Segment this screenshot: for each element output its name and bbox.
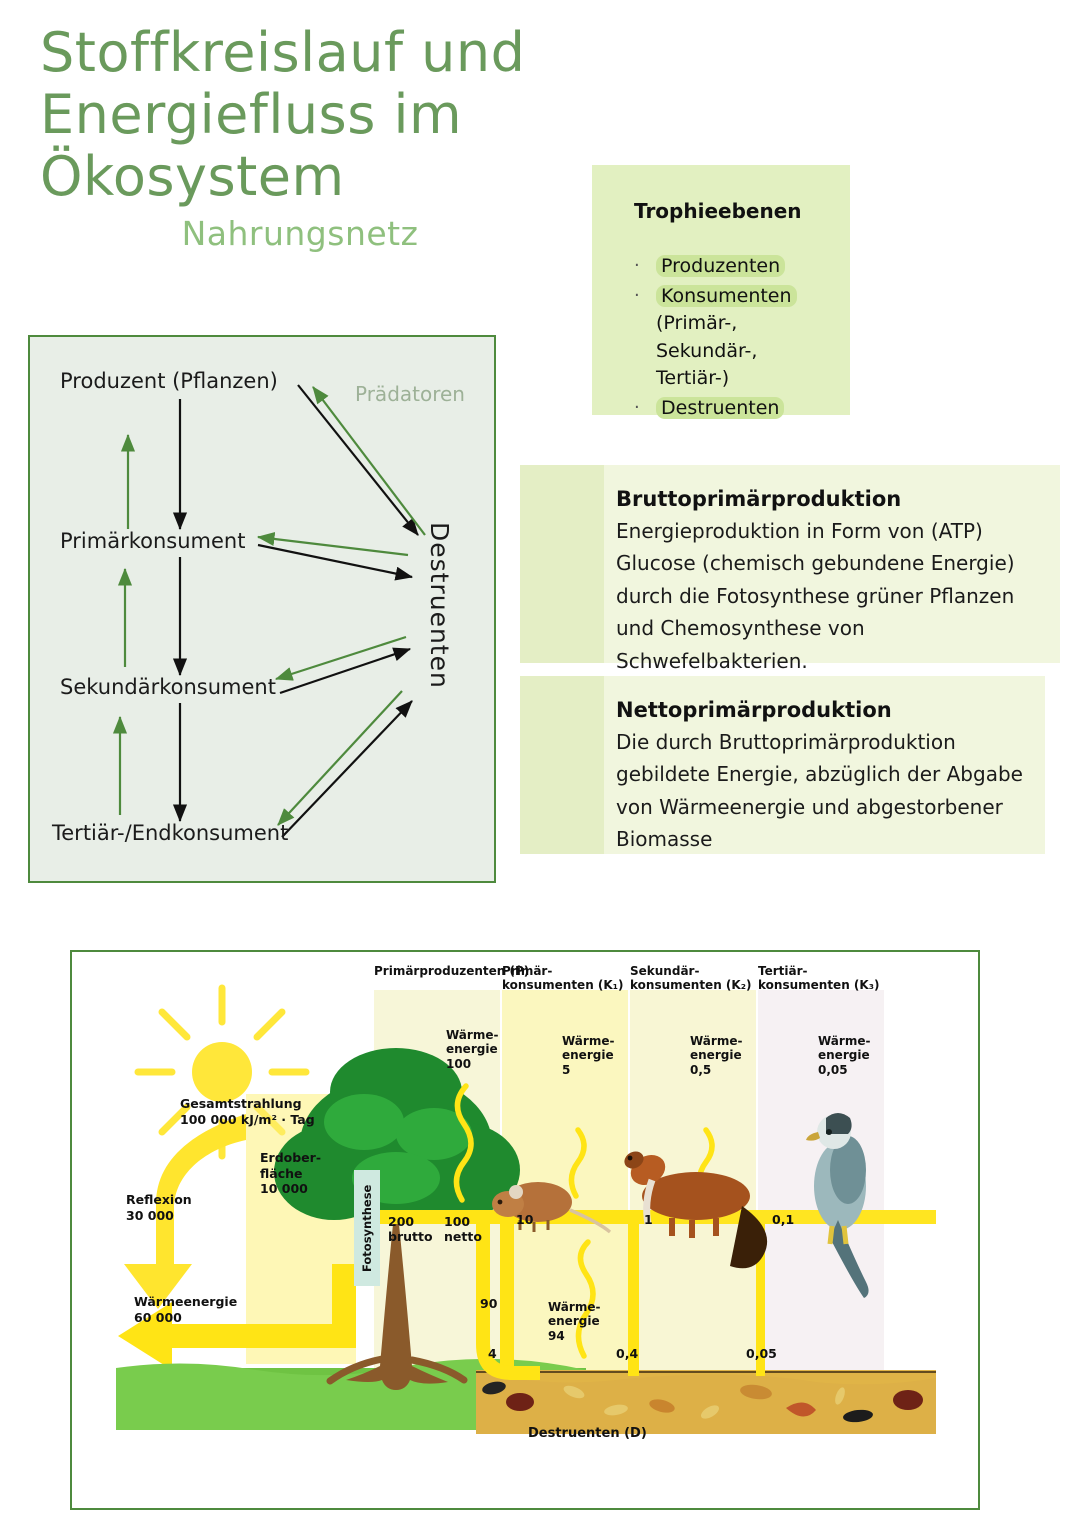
node-tertiaerkonsument: Tertiär-/Endkonsument bbox=[52, 821, 289, 845]
decomposer-fauna bbox=[482, 1381, 923, 1423]
surface-text: Erdober- fläche bbox=[260, 1150, 322, 1181]
node-produzent: Produzent (Pflanzen) bbox=[60, 369, 278, 393]
heat-text: Wärme- energie bbox=[690, 1034, 743, 1063]
heat-value: 5 bbox=[562, 1062, 571, 1077]
page-subtitle: Nahrungsnetz bbox=[181, 214, 419, 254]
bullet-icon: · bbox=[634, 255, 640, 276]
trophic-item-2-highlight: Destruenten bbox=[656, 396, 785, 419]
chain-value-10: 10 bbox=[516, 1212, 534, 1227]
decomposer-flow-4: 4 bbox=[488, 1346, 497, 1361]
heat-text: Wärme- energie bbox=[818, 1034, 871, 1063]
definition-body-netto: Die durch Bruttoprimärproduktion gebilde… bbox=[616, 730, 1023, 852]
column-heading-primary: Primär- konsumenten (K₁) bbox=[502, 964, 624, 993]
chain-value-1: 1 bbox=[644, 1212, 653, 1227]
waste-heat-text: Wärmeenergie bbox=[134, 1294, 238, 1309]
title-block: Stoffkreislauf und Energiefluss im Ökosy… bbox=[40, 21, 560, 254]
trophic-levels-title: Trophieebenen bbox=[634, 199, 802, 223]
trophic-item-2: Destruenten bbox=[656, 395, 832, 423]
mouse-icon bbox=[492, 1182, 612, 1234]
definition-stripe bbox=[520, 465, 604, 663]
definition-title-brutto: Bruttoprimärproduktion bbox=[616, 487, 902, 511]
column-heading-tertiary: Tertiär- konsumenten (K₃) bbox=[758, 964, 880, 993]
bullet-icon: · bbox=[634, 396, 640, 418]
title-line-2: Ökosystem bbox=[40, 145, 345, 209]
decomposer-heat-text: Wärme- energie bbox=[548, 1300, 601, 1329]
energy-flow-illustration bbox=[116, 984, 936, 1434]
producer-destruent-link bbox=[297, 384, 426, 536]
energy-flow-canvas: Primärproduzenten (P) Primär- konsumente… bbox=[96, 964, 956, 1494]
chain-value-01: 0,1 bbox=[772, 1212, 795, 1227]
energy-flow-figure: Primärproduzenten (P) Primär- konsumente… bbox=[70, 950, 980, 1510]
heat-text: Wärme- energie bbox=[446, 1028, 499, 1057]
food-web-diagram: Produzent (Pflanzen) Primärkonsument Sek… bbox=[28, 335, 496, 883]
trophic-levels-box: Trophieebenen · Produzenten · Konsumente… bbox=[592, 165, 850, 419]
total-radiation-value: 100 000 kJ/m² · Tag bbox=[180, 1111, 315, 1127]
primary-destruent-link bbox=[256, 531, 414, 581]
photosynthesis-label: Fotosynthese bbox=[354, 1170, 380, 1286]
total-radiation-text: Gesamtstrahlung bbox=[180, 1096, 302, 1111]
food-web-arrows bbox=[112, 384, 426, 838]
gross-production-value: 200 brutto bbox=[388, 1214, 433, 1244]
column-heading-secondary: Sekundär- konsumenten (K₂) bbox=[630, 964, 752, 993]
heat-value: 0,5 bbox=[690, 1062, 712, 1077]
list-item: · Konsumenten (Primär-, Sekundär-, Terti… bbox=[634, 283, 832, 393]
decomposer-flow-90: 90 bbox=[480, 1296, 498, 1311]
reflection-text: Reflexion bbox=[126, 1192, 192, 1207]
heat-value: 0,05 bbox=[818, 1062, 848, 1077]
trophic-item-1-rest: (Primär-, Sekundär-, Tertiär-) bbox=[656, 312, 758, 390]
node-sekundaerkonsument: Sekundärkonsument bbox=[60, 675, 276, 699]
net-production-value: 100 netto bbox=[444, 1214, 482, 1244]
trophic-item-0: Produzenten bbox=[656, 253, 832, 281]
trophic-item-0-highlight: Produzenten bbox=[656, 255, 786, 277]
secondary-destruent-link bbox=[274, 635, 412, 695]
list-item: · Destruenten bbox=[634, 395, 832, 423]
heat-text: Wärme- energie bbox=[562, 1034, 615, 1063]
decomposer-flow-04: 0,4 bbox=[616, 1346, 639, 1361]
decomposer-band-label: Destruenten (D) bbox=[528, 1426, 647, 1441]
decomposer-flow-005: 0,05 bbox=[746, 1346, 777, 1361]
trophic-item-1: Konsumenten (Primär-, Sekundär-, Tertiär… bbox=[656, 283, 832, 393]
reflection-value: 30 000 bbox=[126, 1207, 174, 1223]
definition-box-netto: Nettoprimärproduktion Die durch Bruttopr… bbox=[520, 676, 1045, 854]
destruenten-label: Destruenten bbox=[425, 522, 454, 689]
column-heading-producers: Primärproduzenten (P) bbox=[374, 964, 530, 978]
definition-body-brutto: Energieproduktion in Form von (ATP) Gluc… bbox=[616, 519, 1015, 673]
heat-value: 100 bbox=[446, 1056, 472, 1071]
decomposer-heat-value: 94 bbox=[548, 1328, 565, 1343]
trophic-item-1-highlight: Konsumenten bbox=[656, 284, 797, 307]
node-primaerkonsument: Primärkonsument bbox=[60, 529, 246, 553]
waste-heat-value: 60 000 bbox=[134, 1309, 182, 1325]
photosynthesis-text: Fotosynthese bbox=[360, 1184, 374, 1272]
definition-title-netto: Nettoprimärproduktion bbox=[616, 698, 892, 722]
weasel-icon bbox=[624, 1151, 768, 1269]
definition-box-brutto: Bruttoprimärproduktion Energieproduktion… bbox=[520, 465, 1060, 673]
nutrient-up-arrows bbox=[112, 433, 136, 815]
falcon-icon bbox=[806, 1113, 869, 1298]
definition-stripe bbox=[520, 676, 604, 854]
page-title: Stoffkreislauf und Energiefluss im Ökosy… bbox=[40, 21, 560, 209]
bullet-icon: · bbox=[634, 284, 640, 306]
title-line-1: Stoffkreislauf und Energiefluss im bbox=[40, 21, 526, 147]
predators-label: Prädatoren bbox=[355, 382, 465, 406]
surface-value: 10 000 bbox=[260, 1181, 308, 1197]
list-item: · Produzenten bbox=[634, 253, 832, 281]
tertiary-destruent-link bbox=[277, 690, 413, 838]
